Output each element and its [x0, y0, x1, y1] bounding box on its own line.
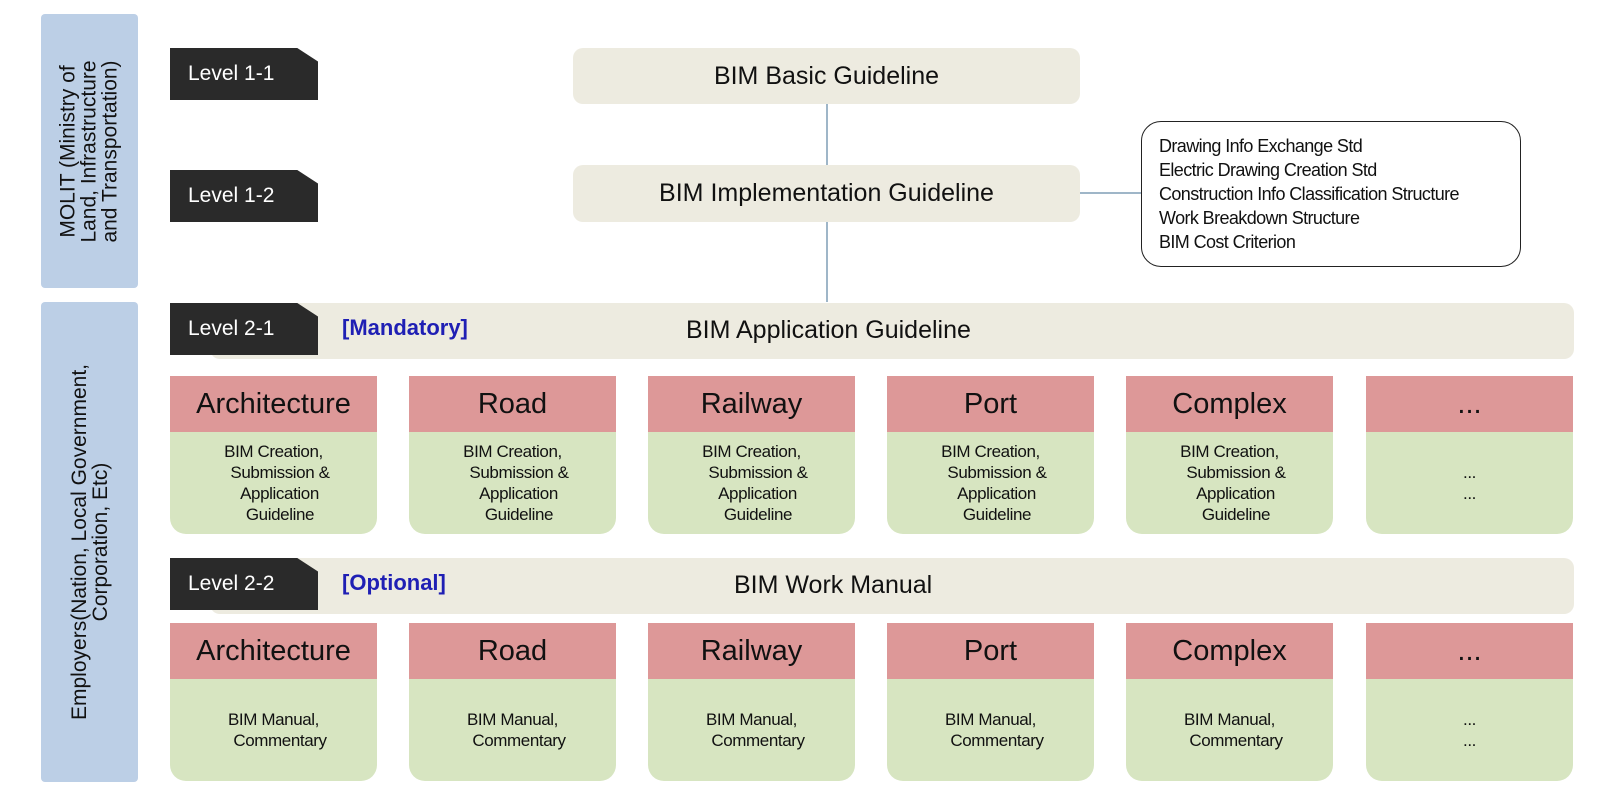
card-body: BIM Creation, Submission & Application G…	[463, 442, 569, 524]
card-title: ...	[1366, 376, 1573, 432]
connector-basic-impl	[826, 104, 828, 166]
card-title: Road	[409, 376, 616, 432]
card-title: Architecture	[170, 376, 377, 432]
molit-label: MOLIT (Ministry of Land, Infrastructure …	[57, 59, 123, 243]
card-title: Railway	[648, 623, 855, 679]
card-body: ... ...	[1463, 710, 1476, 750]
card-title: Railway	[648, 376, 855, 432]
card-body: BIM Creation, Submission & Application G…	[941, 442, 1047, 524]
manual-card-more: ... ... ...	[1366, 623, 1573, 781]
bim-basic-guideline: BIM Basic Guideline	[573, 48, 1080, 104]
level-2-2-tag: Level 2-2	[170, 558, 318, 610]
molit-band: MOLIT (Ministry of Land, Infrastructure …	[41, 14, 138, 288]
card-title: ...	[1366, 623, 1573, 679]
application-card-more: ... ... ...	[1366, 376, 1573, 534]
level-1-2-tag: Level 1-2	[170, 170, 318, 222]
card-title: Port	[887, 623, 1094, 679]
bim-implementation-guideline: BIM Implementation Guideline	[573, 165, 1080, 222]
application-card-complex: Complex BIM Creation, Submission & Appli…	[1126, 376, 1333, 534]
manual-card-port: Port BIM Manual, Commentary	[887, 623, 1094, 781]
level-2-1-tag: Level 2-1	[170, 303, 318, 355]
card-body: BIM Manual, Commentary	[944, 710, 1044, 750]
card-title: Complex	[1126, 623, 1333, 679]
standard-item: Construction Info Classification Structu…	[1159, 184, 1460, 204]
card-body: BIM Manual, Commentary	[1183, 710, 1283, 750]
standard-item: Electric Drawing Creation Std	[1159, 160, 1377, 180]
application-card-architecture: Architecture BIM Creation, Submission & …	[170, 376, 377, 534]
bim-application-guideline: BIM Application Guideline	[686, 316, 971, 344]
connector-impl-standards	[1080, 192, 1142, 194]
standard-item: Work Breakdown Structure	[1159, 208, 1360, 228]
standards-box: Drawing Info Exchange Std Electric Drawi…	[1141, 121, 1521, 267]
application-band	[210, 303, 1574, 359]
work-manual-band	[210, 558, 1574, 614]
manual-card-architecture: Architecture BIM Manual, Commentary	[170, 623, 377, 781]
employers-band: Employers(Nation, Local Government, Corp…	[41, 302, 138, 782]
card-body: BIM Manual, Commentary	[705, 710, 805, 750]
card-body: BIM Manual, Commentary	[227, 710, 327, 750]
application-card-road: Road BIM Creation, Submission & Applicat…	[409, 376, 616, 534]
card-body: ... ...	[1463, 463, 1476, 503]
employers-label: Employers(Nation, Local Government, Corp…	[67, 364, 112, 720]
standard-item: BIM Cost Criterion	[1159, 232, 1296, 252]
manual-card-complex: Complex BIM Manual, Commentary	[1126, 623, 1333, 781]
card-title: Road	[409, 623, 616, 679]
application-card-railway: Railway BIM Creation, Submission & Appli…	[648, 376, 855, 534]
manual-card-road: Road BIM Manual, Commentary	[409, 623, 616, 781]
application-card-port: Port BIM Creation, Submission & Applicat…	[887, 376, 1094, 534]
standard-item: Drawing Info Exchange Std	[1159, 136, 1363, 156]
level-1-1-tag: Level 1-1	[170, 48, 318, 100]
card-body: BIM Creation, Submission & Application G…	[1180, 442, 1286, 524]
card-body: BIM Manual, Commentary	[466, 710, 566, 750]
mandatory-label: [Mandatory]	[342, 315, 468, 340]
bim-work-manual: BIM Work Manual	[734, 571, 933, 599]
manual-card-railway: Railway BIM Manual, Commentary	[648, 623, 855, 781]
card-title: Complex	[1126, 376, 1333, 432]
card-title: Port	[887, 376, 1094, 432]
card-title: Architecture	[170, 623, 377, 679]
connector-impl-application	[826, 222, 828, 302]
optional-label: [Optional]	[342, 570, 446, 595]
card-body: BIM Creation, Submission & Application G…	[224, 442, 330, 524]
card-body: BIM Creation, Submission & Application G…	[702, 442, 808, 524]
